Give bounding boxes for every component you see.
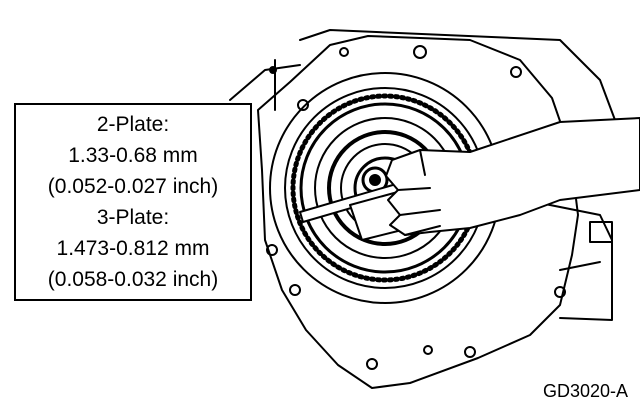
three-plate-mm-range: 1.473-0.812 mm bbox=[56, 237, 210, 260]
two-plate-inch-range: (0.052-0.027 inch) bbox=[47, 175, 219, 198]
two-plate-mm-range: 1.33-0.68 mm bbox=[68, 144, 198, 167]
figure-id: GD3020-A bbox=[542, 381, 628, 401]
clearance-spec-callout: 2-Plate: 1.33-0.68 mm (0.052-0.027 inch)… bbox=[14, 103, 252, 301]
three-plate-inch-range: (0.058-0.032 inch) bbox=[47, 268, 219, 291]
three-plate-heading: 3-Plate: bbox=[96, 206, 170, 229]
transmission-case bbox=[229, 29, 616, 321]
finger-lines bbox=[397, 149, 441, 236]
bolt-holes bbox=[266, 45, 566, 370]
bell-housing bbox=[257, 35, 579, 389]
two-plate-heading: 2-Plate: bbox=[96, 113, 170, 136]
